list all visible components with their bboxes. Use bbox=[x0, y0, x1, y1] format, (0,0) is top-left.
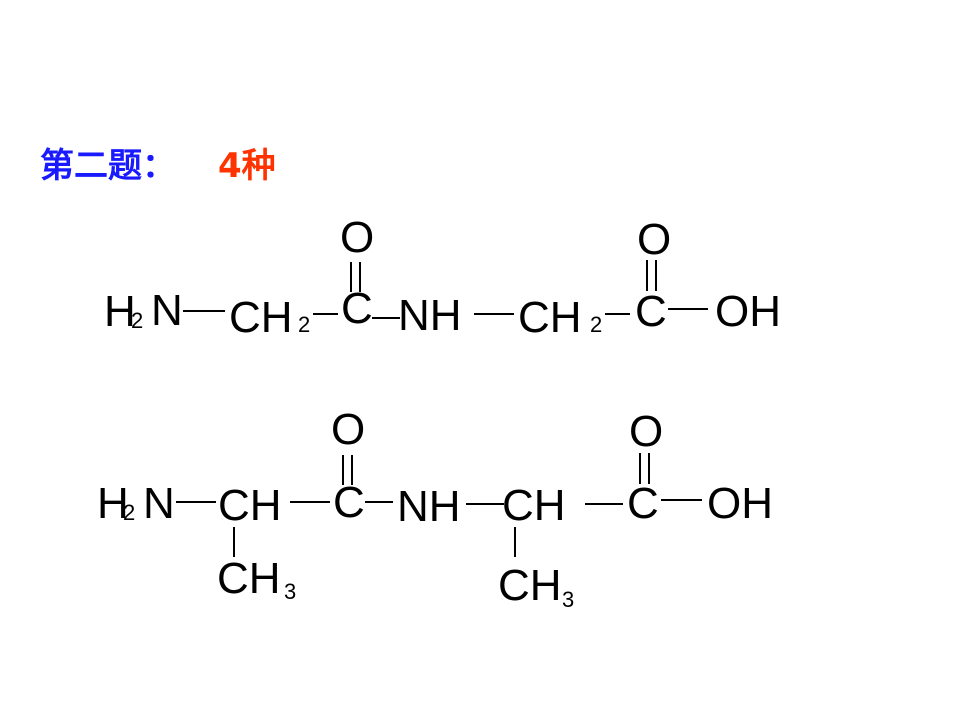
subscript-3: 3 bbox=[284, 579, 297, 604]
atom-c: C bbox=[627, 479, 659, 528]
group-ch: CH bbox=[518, 293, 582, 342]
group-nh: NH bbox=[398, 291, 462, 340]
group-oh: OH bbox=[707, 479, 773, 528]
atom-h: H bbox=[104, 287, 136, 336]
group-ch: CH bbox=[502, 481, 566, 530]
group-nh: NH bbox=[397, 482, 461, 531]
group-ch: CH bbox=[229, 293, 293, 342]
answer-text: 4种 bbox=[218, 146, 276, 186]
subscript-2: 2 bbox=[298, 312, 311, 337]
subscript-2: 2 bbox=[590, 312, 603, 337]
subscript-3: 3 bbox=[562, 587, 575, 612]
group-ch: CH bbox=[217, 554, 281, 603]
atom-h: H bbox=[97, 479, 129, 528]
atom-o: O bbox=[340, 213, 375, 262]
group-ch: CH bbox=[498, 561, 562, 610]
group-oh: OH bbox=[715, 287, 781, 336]
question-heading: 第二题： 4种 bbox=[40, 143, 276, 189]
atom-c: C bbox=[333, 478, 365, 527]
atom-n: N bbox=[143, 479, 175, 528]
group-ch: CH bbox=[218, 481, 282, 530]
subscript-2: 2 bbox=[123, 500, 136, 525]
atom-c: C bbox=[635, 287, 667, 336]
atom-o: O bbox=[331, 405, 366, 454]
atom-n: N bbox=[151, 286, 183, 335]
subscript-2: 2 bbox=[131, 308, 144, 333]
atom-o: O bbox=[629, 407, 664, 456]
atom-o: O bbox=[637, 215, 672, 264]
question-label: 第二题： bbox=[40, 146, 176, 186]
atom-c: C bbox=[341, 284, 373, 333]
